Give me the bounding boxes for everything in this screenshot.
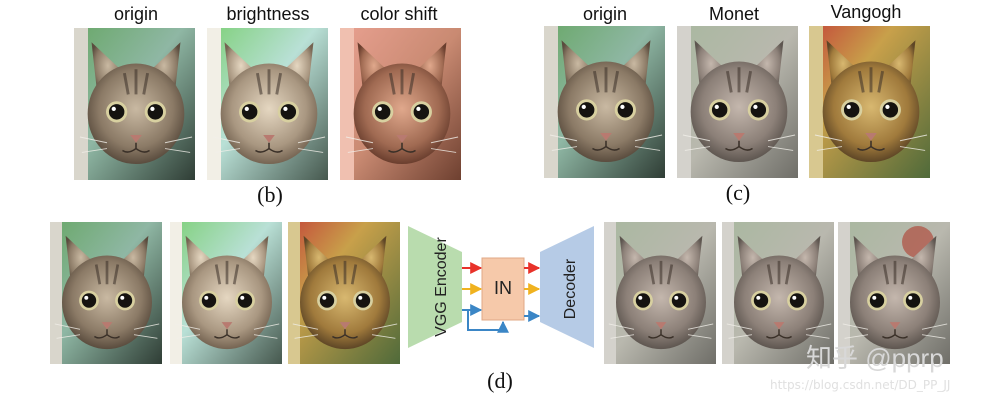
network-diagram	[408, 226, 594, 348]
caption-b: (b)	[257, 182, 283, 207]
arrow-blue-skip	[467, 310, 509, 333]
in-label: IN	[494, 278, 512, 298]
cat-image-input-2	[170, 222, 282, 364]
label-origin-b: origin	[113, 4, 159, 24]
zhihu-watermark: 知乎 @pprp	[806, 343, 944, 373]
decoder-label: Decoder	[562, 258, 579, 320]
encoder-block	[408, 226, 462, 348]
csdn-watermark: https://blog.csdn.net/DD_PP_JJ	[770, 378, 951, 392]
label-vangogh: Vangogh	[830, 2, 902, 22]
cat-image-origin-c	[544, 26, 665, 178]
label-color-shift: color shift	[360, 4, 438, 24]
encoder-label: VGG Encoder	[433, 237, 450, 337]
cat-image-color-shift	[340, 28, 461, 180]
caption-d: (d)	[487, 368, 513, 393]
cat-image-brightness	[207, 28, 328, 180]
cat-image-vangogh	[809, 26, 930, 178]
label-brightness: brightness	[226, 4, 310, 24]
decoder-block	[540, 226, 594, 348]
label-origin-c: origin	[582, 4, 628, 24]
cat-image-output-3	[838, 222, 950, 364]
cat-image-origin-b	[74, 28, 195, 180]
cat-image-input-1	[50, 222, 162, 364]
caption-c: (c)	[725, 180, 751, 205]
cat-image-input-3	[288, 222, 400, 364]
in-block	[481, 257, 525, 321]
cat-image-output-1	[604, 222, 716, 364]
cat-image-output-2	[722, 222, 834, 364]
label-monet: Monet	[708, 4, 760, 24]
cat-image-monet	[677, 26, 798, 178]
